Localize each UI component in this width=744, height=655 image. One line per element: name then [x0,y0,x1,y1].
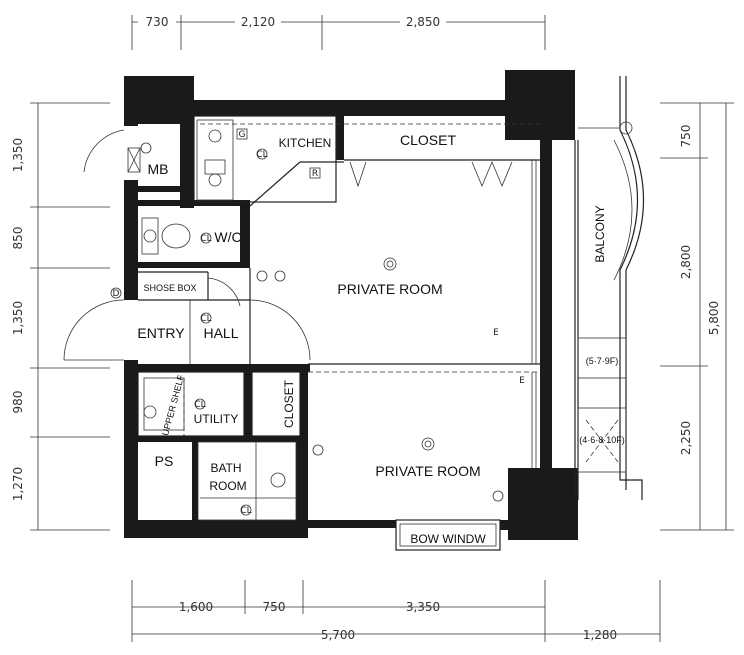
dim-right-total: 5,800 [707,301,721,335]
symbol-e-room1: E [493,328,499,338]
dim-left-1: 1,350 [11,138,25,172]
symbol-g: G [239,130,246,140]
dim-bottom-2: 750 [263,600,286,614]
label-closet-mid: CLOSET [282,379,296,428]
label-unit-lower: (4·6·8·10F) [579,435,625,445]
left-dimension-chain: 1,350 850 1,350 980 1,270 [11,102,110,531]
dim-bottom-balcony: 1,280 [583,628,617,642]
symbol-cl-bath: CL [240,506,251,516]
dim-bottom-total: 5,700 [321,628,355,642]
top-dimension-chain: 730 2,120 2,850 [131,14,546,50]
walls [124,70,578,540]
dim-right-1: 750 [679,125,693,148]
label-balcony: BALCONY [593,205,607,262]
symbol-d: D [113,289,120,299]
dim-left-3: 1,350 [11,301,25,335]
label-entry: ENTRY [137,325,185,341]
label-utility: UTILITY [194,412,239,426]
dim-right-2: 2,800 [679,245,693,279]
dim-top-2: 2,120 [241,15,275,29]
label-bow-window: BOW WINDW [410,532,486,546]
symbol-e-room2: E [519,376,525,386]
dim-bottom-3: 3,350 [406,600,440,614]
dim-bottom-1: 1,600 [179,600,213,614]
symbol-cl-hall: CL [200,314,211,324]
label-bath-line2: ROOM [209,479,246,493]
label-bath-line1: BATH [210,461,241,475]
label-private-room-1: PRIVATE ROOM [337,281,442,297]
symbol-cl-wc: CL [200,234,211,244]
dim-right-3: 2,250 [679,421,693,455]
dim-top-3: 2,850 [406,15,440,29]
symbol-cl-utility: CL [194,400,205,410]
label-unit-upper: (5·7·9F) [586,356,619,366]
dim-top-1: 730 [146,15,169,29]
dim-left-4: 980 [11,391,25,414]
label-hall: HALL [203,325,238,341]
dim-left-5: 1,270 [11,467,25,501]
balcony [574,76,644,500]
label-kitchen: KITCHEN [279,136,332,150]
symbol-cl-kitchen: CL [256,150,267,160]
label-wc: W/C [214,229,241,245]
label-ps: PS [155,453,174,469]
fixture-symbols: CL G R CL D CL CL CL E E [110,128,525,516]
label-closet-top: CLOSET [400,132,456,148]
bottom-dimension-chain: 1,600 750 3,350 5,700 1,280 [131,580,661,642]
label-upper-shelf: UPPER SHELF [160,373,186,436]
interior-lines [63,115,540,551]
label-shoe-box: SHOSE BOX [143,283,196,293]
label-mb: MB [148,161,169,177]
label-private-room-2: PRIVATE ROOM [375,463,480,479]
symbol-r: R [312,169,318,179]
dim-left-2: 850 [11,227,25,250]
right-dimension-chain: 750 2,800 2,250 5,800 [660,102,734,531]
